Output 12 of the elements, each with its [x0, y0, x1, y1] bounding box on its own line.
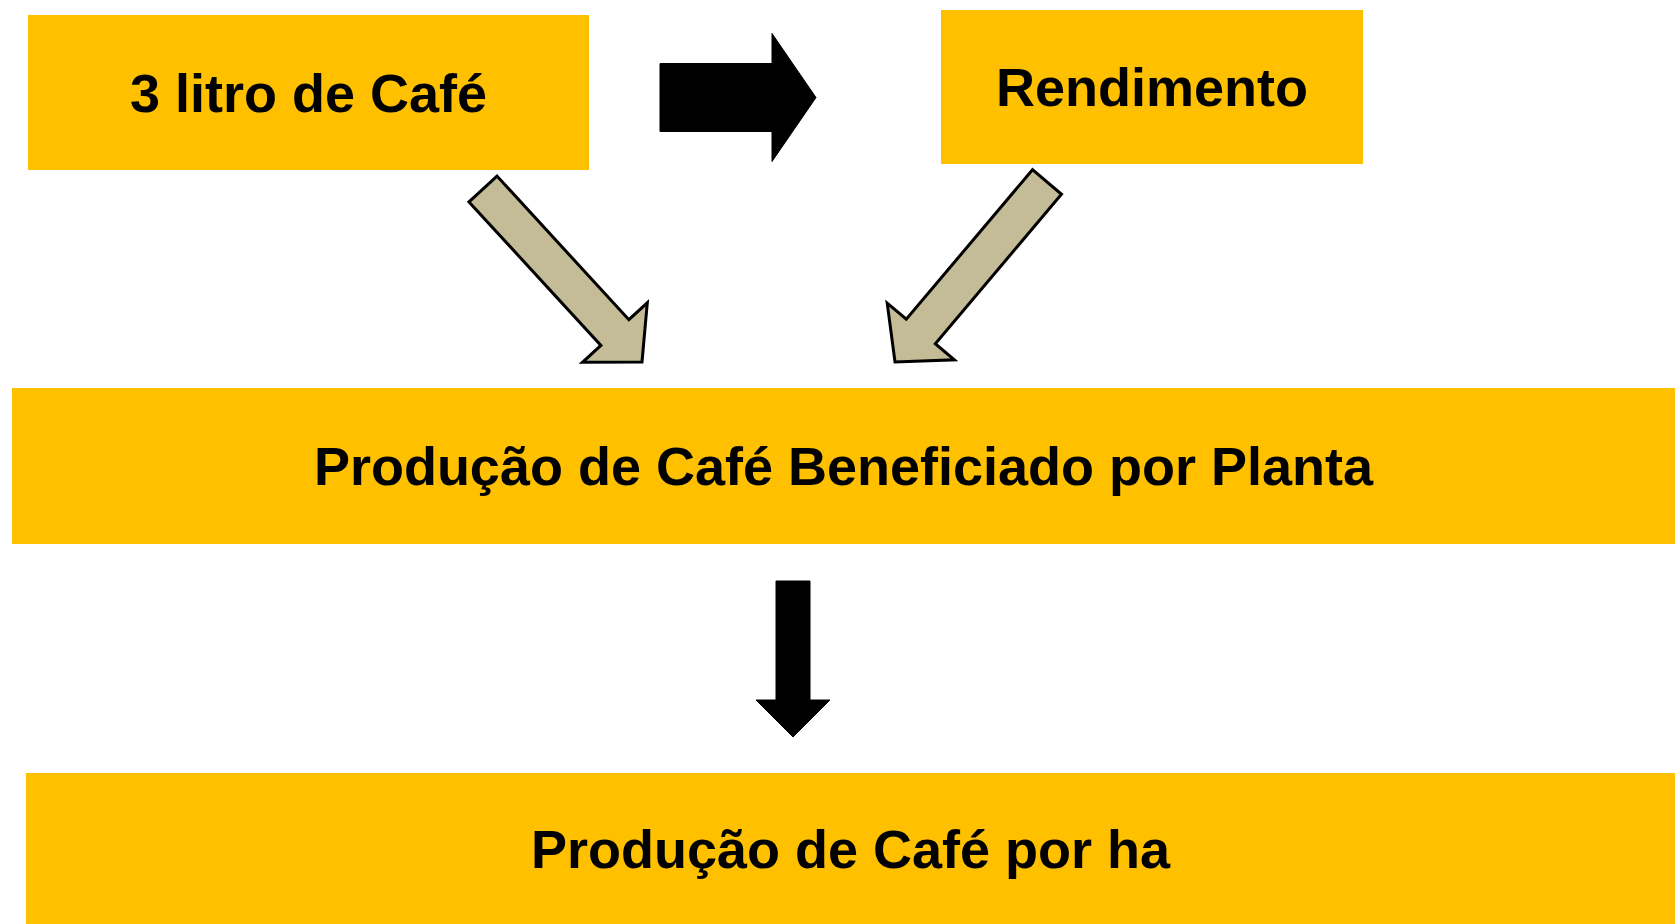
box-label: Produção de Café por ha [530, 817, 1171, 880]
process-box [26, 773, 1675, 924]
block-arrow [466, 173, 650, 364]
process-box [28, 15, 589, 170]
process-box [12, 388, 1675, 544]
block-arrow [659, 33, 817, 162]
box-label: Rendimento [996, 56, 1308, 118]
box-label: 3 litro de Café [129, 61, 488, 124]
box-label: Produção de Café Beneficiado por Planta [313, 435, 1374, 497]
block-arrow [755, 580, 831, 738]
block-arrow [885, 167, 1064, 364]
process-box [941, 10, 1363, 164]
